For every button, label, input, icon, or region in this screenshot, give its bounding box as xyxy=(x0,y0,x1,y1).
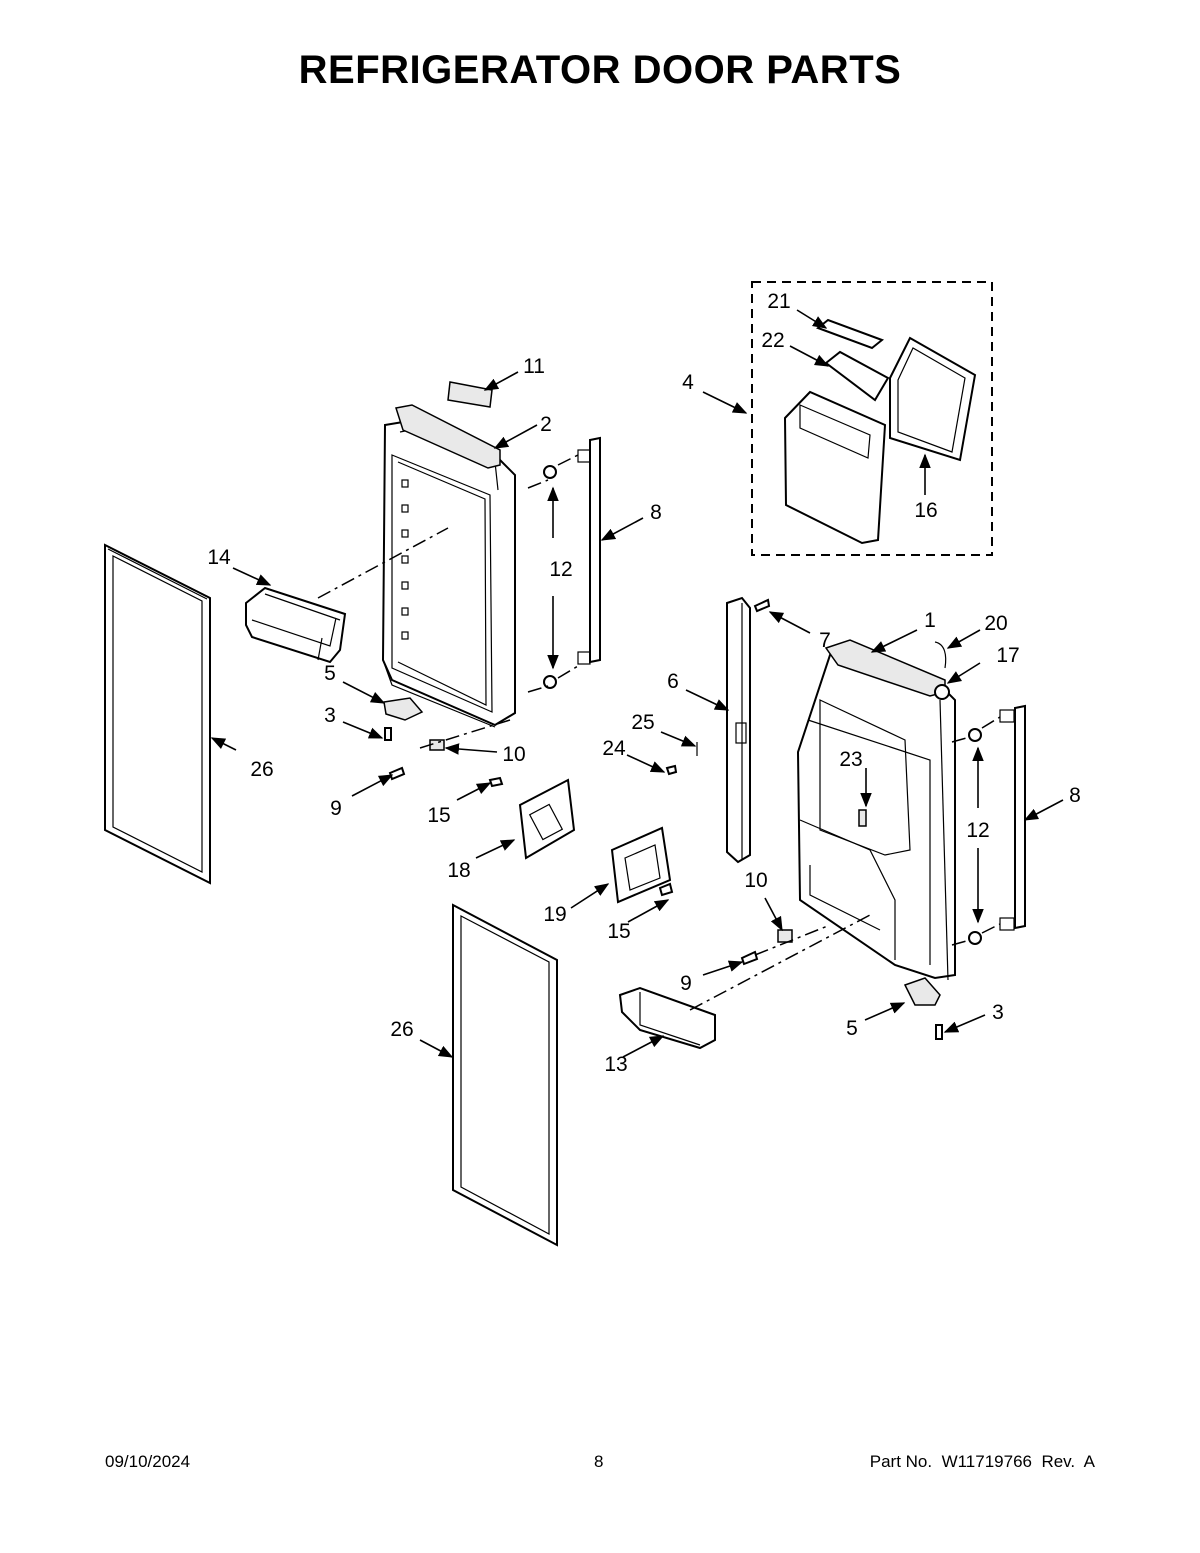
callout-12: 12 xyxy=(966,819,989,842)
door-handle-right xyxy=(999,704,1026,931)
door-bin-right xyxy=(618,986,716,1050)
control-module xyxy=(610,826,674,904)
callout-10: 10 xyxy=(744,869,767,892)
hinge-hardware-left xyxy=(383,697,445,781)
callout-3: 3 xyxy=(324,704,336,727)
callout-6: 6 xyxy=(667,670,679,693)
callout-9: 9 xyxy=(330,797,342,820)
callout-8: 8 xyxy=(1069,784,1081,807)
callout-17: 17 xyxy=(996,644,1019,667)
callout-1: 1 xyxy=(924,609,936,632)
footer-part-number: Part No. W11719766 Rev. A xyxy=(870,1452,1095,1472)
alignment-lines xyxy=(317,454,1001,1011)
right-door-liner xyxy=(796,639,956,981)
page-title: REFRIGERATOR DOOR PARTS xyxy=(298,48,902,92)
callout-5: 5 xyxy=(846,1017,858,1040)
callout-8: 8 xyxy=(650,501,662,524)
door-gasket-right xyxy=(452,903,558,1247)
door-bin-left xyxy=(245,586,347,664)
part-number: W11719766 xyxy=(941,1452,1032,1471)
rev-value: A xyxy=(1083,1452,1095,1471)
part-label: Part No. xyxy=(869,1452,933,1471)
callout-11: 11 xyxy=(523,355,545,378)
callout-15: 15 xyxy=(607,920,630,943)
callout-3: 3 xyxy=(992,1001,1004,1024)
callout-23: 23 xyxy=(839,748,862,771)
footer-date: 09/10/2024 xyxy=(105,1452,191,1471)
callout-21: 21 xyxy=(767,290,790,313)
callout-labels: 1 2 3 3 4 5 5 6 7 8 8 9 9 10 10 11 12 12… xyxy=(207,290,1081,1076)
callout-25: 25 xyxy=(631,711,654,734)
callout-13: 13 xyxy=(604,1053,627,1076)
callout-4: 4 xyxy=(682,371,694,394)
leader-lines xyxy=(210,309,1064,1058)
left-door-liner xyxy=(381,404,516,728)
callout-14: 14 xyxy=(207,546,231,569)
hinge-hardware-right xyxy=(740,929,943,1040)
rev-label: Rev. xyxy=(1041,1452,1076,1471)
shelf-clips xyxy=(401,479,409,640)
handle-studs-right xyxy=(968,728,982,945)
callout-15: 15 xyxy=(427,804,450,827)
callout-19: 19 xyxy=(543,903,566,926)
callout-18: 18 xyxy=(447,859,470,882)
mullion-pins xyxy=(665,742,698,776)
door-handle-left xyxy=(577,436,601,665)
handle-studs-left xyxy=(543,465,557,689)
dispenser-cover xyxy=(488,776,576,860)
callout-16: 16 xyxy=(914,499,937,522)
callout-12: 12 xyxy=(549,558,572,581)
footer-page-number: 8 xyxy=(594,1452,604,1471)
callout-22: 22 xyxy=(761,329,784,352)
callout-24: 24 xyxy=(602,737,626,760)
door-gasket-left xyxy=(104,543,211,885)
callout-2: 2 xyxy=(540,413,552,436)
callout-7: 7 xyxy=(819,629,831,652)
callout-10: 10 xyxy=(502,743,525,766)
callout-9: 9 xyxy=(680,972,692,995)
door-mullion xyxy=(726,596,771,864)
callout-5: 5 xyxy=(324,662,336,685)
callout-26: 26 xyxy=(390,1018,413,1041)
label-11 xyxy=(447,381,493,408)
callout-20: 20 xyxy=(984,612,1007,635)
ice-bucket-assembly xyxy=(751,281,993,556)
callout-26: 26 xyxy=(250,758,273,781)
